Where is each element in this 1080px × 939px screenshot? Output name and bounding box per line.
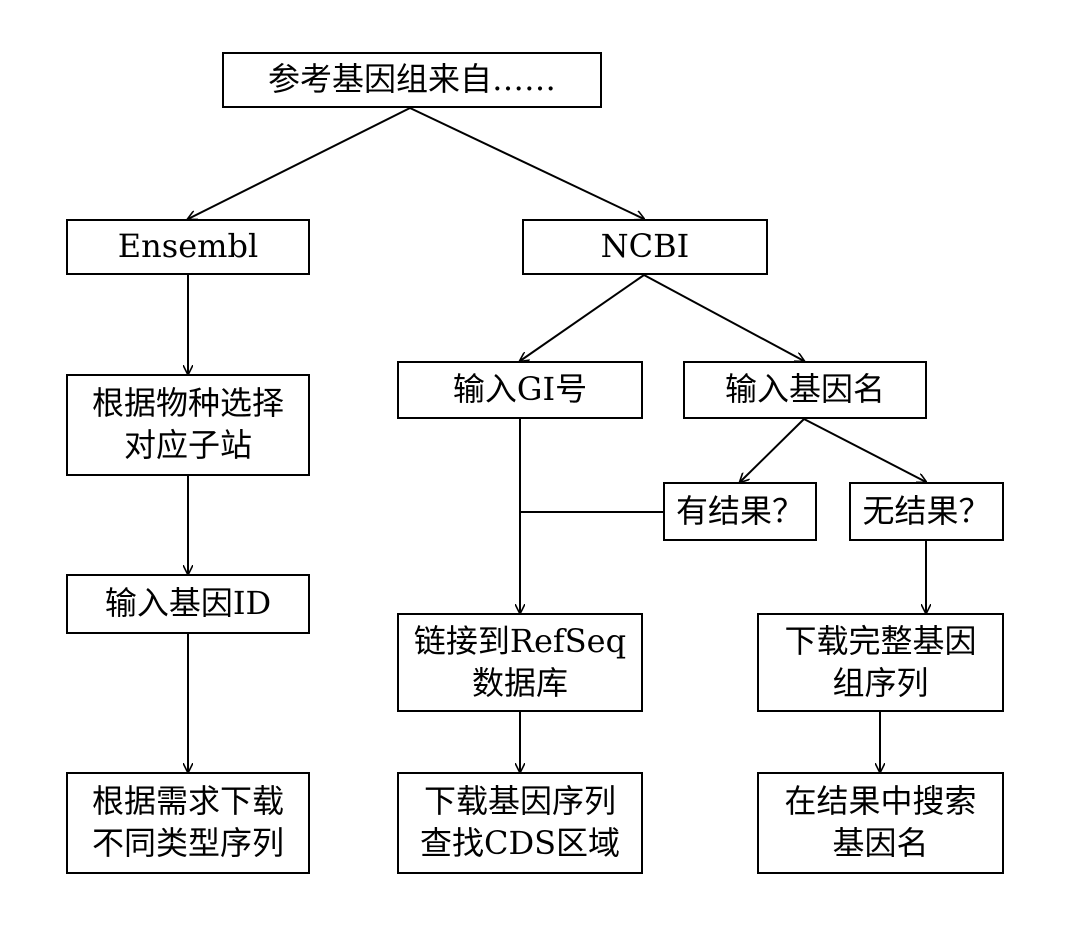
link-refseq-node-label: 链接到RefSeq 数据库 — [413, 621, 627, 702]
input-gene-name-node: 输入基因名 — [683, 361, 927, 419]
ensembl-node: Ensembl — [66, 219, 310, 275]
input-gi-node-label: 输入GI号 — [452, 370, 588, 409]
has-result-node: 有结果？ — [663, 482, 817, 541]
ncbi-node-label: NCBI — [600, 227, 690, 266]
root-node: 参考基因组来自…… — [222, 52, 602, 108]
input-gene-id-node-label: 输入基因ID — [104, 584, 272, 623]
download-types-node-label: 根据需求下载 不同类型序列 — [91, 782, 284, 862]
search-gene-name-node-label: 在结果中搜索 基因名 — [784, 782, 977, 862]
edge-gene-name-to-has-result — [740, 418, 805, 482]
search-gene-name-node: 在结果中搜索 基因名 — [757, 772, 1004, 874]
root-node-label: 参考基因组来自…… — [267, 60, 556, 99]
ensembl-node-label: Ensembl — [117, 227, 259, 266]
edge-ncbi-to-input-gi — [520, 274, 645, 361]
edge-ncbi-to-input-gene-name — [643, 274, 804, 361]
download-genome-node-label: 下载完整基因 组序列 — [784, 621, 977, 702]
edge-root-to-ensembl — [188, 107, 411, 219]
input-gi-node: 输入GI号 — [397, 361, 643, 419]
no-result-node: 无结果？ — [849, 482, 1004, 541]
ncbi-node: NCBI — [522, 219, 768, 275]
download-find-cds-node: 下载基因序列 查找CDS区域 — [397, 772, 643, 874]
no-result-node-label: 无结果？ — [862, 491, 991, 530]
download-types-node: 根据需求下载 不同类型序列 — [66, 772, 310, 874]
link-refseq-node: 链接到RefSeq 数据库 — [397, 613, 643, 712]
select-species-node-label: 根据物种选择 对应子站 — [91, 384, 284, 464]
download-genome-node: 下载完整基因 组序列 — [757, 613, 1004, 712]
select-species-node: 根据物种选择 对应子站 — [66, 374, 310, 476]
edge-root-to-ncbi — [409, 107, 644, 219]
download-find-cds-node-label: 下载基因序列 查找CDS区域 — [419, 782, 621, 862]
has-result-node-label: 有结果？ — [675, 491, 804, 530]
input-gene-name-node-label: 输入基因名 — [724, 370, 885, 409]
edge-gene-name-to-no-result — [803, 418, 926, 482]
input-gene-id-node: 输入基因ID — [66, 574, 310, 634]
